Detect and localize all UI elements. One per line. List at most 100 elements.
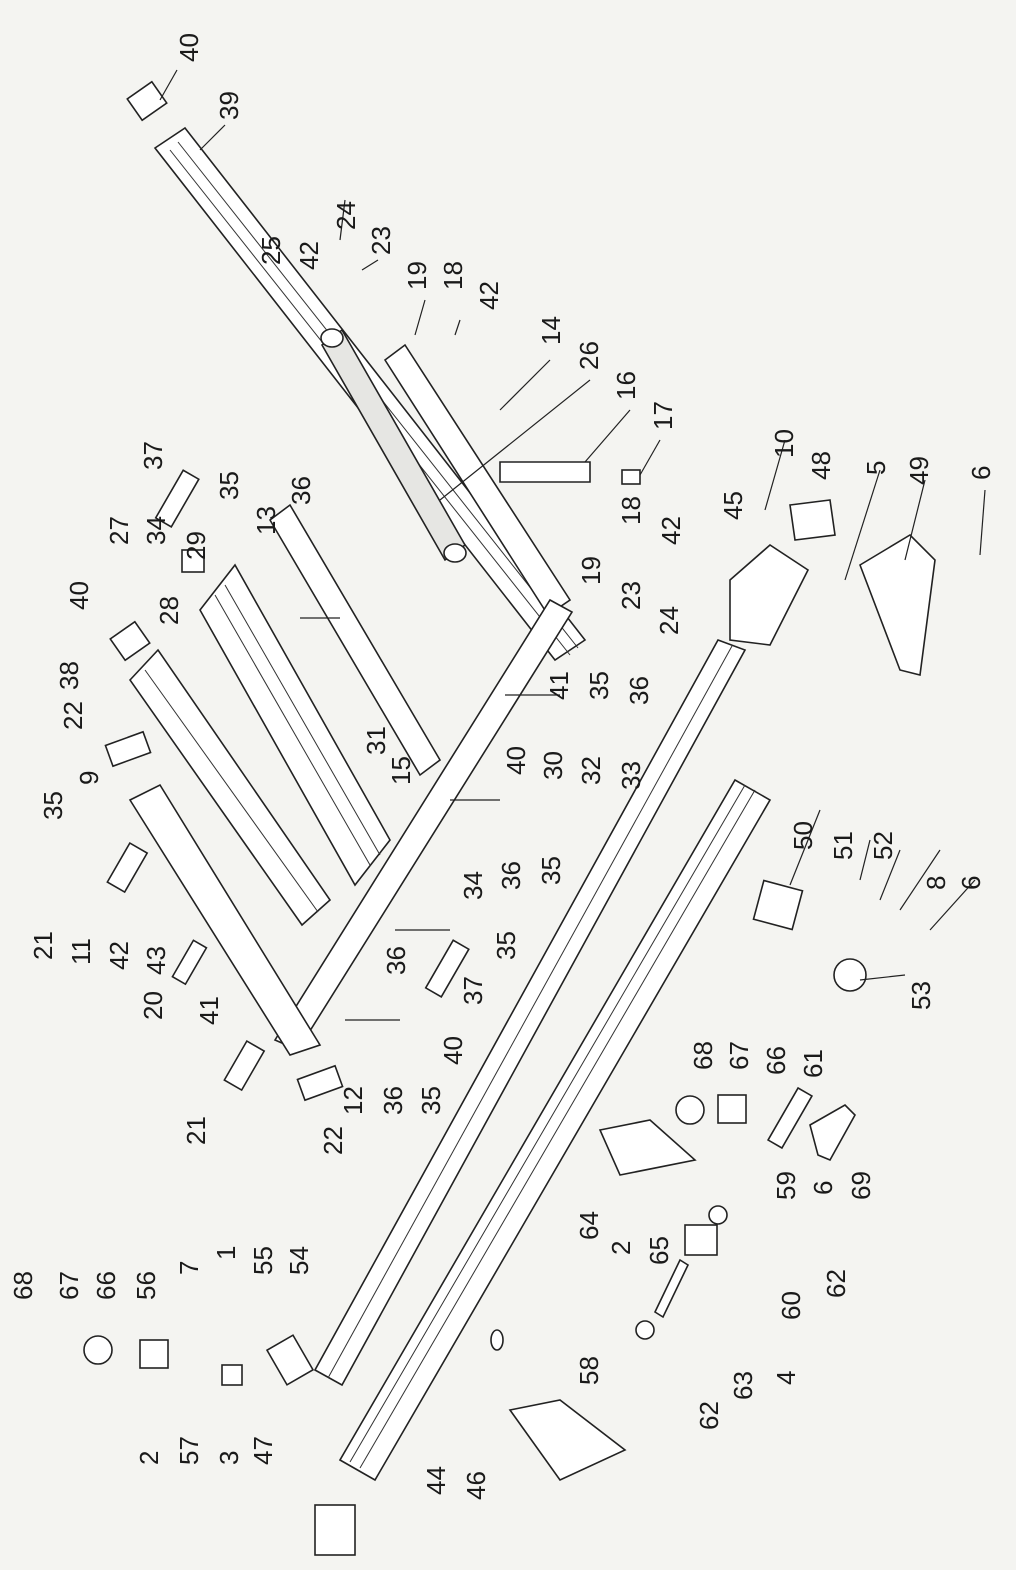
- block-40-mid: [109, 620, 151, 662]
- callout-5: 5: [861, 461, 891, 475]
- callout-41-a: 41: [544, 671, 574, 700]
- callout-63: 63: [728, 1371, 758, 1400]
- callout-49: 49: [904, 456, 934, 485]
- frame-27: [199, 563, 391, 887]
- callout-44: 44: [421, 1466, 451, 1495]
- callout-55: 55: [248, 1246, 278, 1275]
- callout-30: 30: [538, 751, 568, 780]
- callout-66-left: 66: [91, 1271, 121, 1300]
- callout-2-right: 2: [606, 1241, 636, 1255]
- callout-7: 7: [174, 1261, 204, 1275]
- callout-41-b: 41: [194, 996, 224, 1025]
- callout-33: 33: [616, 761, 646, 790]
- callout-42-b: 42: [474, 281, 504, 310]
- callout-58: 58: [574, 1356, 604, 1385]
- callout-3: 3: [214, 1451, 244, 1465]
- callout-69: 69: [846, 1171, 876, 1200]
- callout-9: 9: [74, 771, 104, 785]
- callout-36-c: 36: [496, 861, 526, 890]
- callout-34-b: 34: [458, 871, 488, 900]
- callout-50: 50: [788, 821, 818, 850]
- callout-36-a: 36: [286, 476, 316, 505]
- callout-38: 38: [54, 661, 84, 690]
- pedal-left: [508, 1399, 627, 1482]
- callout-19-a: 19: [402, 261, 432, 290]
- callout-42-d: 42: [104, 941, 134, 970]
- callout-67-right: 67: [724, 1041, 754, 1070]
- callout-35-f: 35: [416, 1086, 446, 1115]
- callout-17: 17: [648, 401, 678, 430]
- callout-11: 11: [66, 938, 96, 965]
- callout-18-a: 18: [438, 261, 468, 290]
- plate-48: [789, 499, 836, 541]
- callout-22-a: 22: [58, 701, 88, 730]
- block-67-left: [139, 1339, 169, 1369]
- callout-40-b: 40: [64, 581, 94, 610]
- callout-23-a: 23: [366, 226, 396, 255]
- callout-37-top: 37: [138, 441, 168, 470]
- shaft-63: [653, 1258, 690, 1319]
- callout-24-a: 24: [331, 201, 361, 230]
- callout-16: 16: [611, 371, 641, 400]
- frame-12: [273, 598, 574, 1052]
- leader-lines: [159, 69, 986, 981]
- callout-68-left: 68: [8, 1271, 38, 1300]
- callout-27: 27: [104, 516, 134, 545]
- callout-31: 31: [361, 726, 391, 755]
- callout-10: 10: [769, 429, 799, 458]
- callout-60: 60: [776, 1291, 806, 1320]
- pin-46: [490, 1329, 504, 1351]
- frame-14: [383, 343, 572, 617]
- callout-48: 48: [806, 451, 836, 480]
- callout-25: 25: [256, 236, 286, 265]
- rail-44: [338, 778, 772, 1482]
- knob-68-left: [83, 1335, 113, 1365]
- callout-8: 8: [921, 876, 951, 890]
- block-40-top: [126, 80, 168, 122]
- plate-21-top: [106, 841, 149, 894]
- plate-21-bot: [223, 1039, 266, 1092]
- callout-12: 12: [338, 1086, 368, 1115]
- callout-18-b: 18: [616, 496, 646, 525]
- callout-19-b: 19: [576, 556, 606, 585]
- callout-37-bot: 37: [458, 976, 488, 1005]
- block-60: [684, 1224, 718, 1256]
- callout-59: 59: [771, 1171, 801, 1200]
- leg-16: [499, 461, 591, 483]
- callout-21-b: 21: [181, 1116, 211, 1145]
- callout-68-right: 68: [688, 1041, 718, 1070]
- callout-2-left: 2: [134, 1451, 164, 1465]
- block-50: [752, 879, 804, 931]
- callout-6-a: 6: [966, 466, 996, 480]
- callout-35-d: 35: [536, 856, 566, 885]
- tray-49: [859, 533, 936, 676]
- bracket-22-bot: [296, 1064, 344, 1102]
- callout-54: 54: [284, 1246, 314, 1275]
- callout-labels: 40 39 25 42 24 23 19 18 42 14 26 16 17 1…: [8, 33, 996, 1500]
- callout-46: 46: [461, 1471, 491, 1500]
- block-67-right: [717, 1094, 747, 1124]
- handle-69: [809, 1104, 856, 1162]
- callout-56: 56: [131, 1271, 161, 1300]
- knob-62-upper: [708, 1205, 728, 1225]
- callout-34-a: 34: [141, 516, 171, 545]
- cap-17: [621, 469, 641, 485]
- callout-65: 65: [644, 1236, 674, 1265]
- bracket-55: [265, 1334, 315, 1386]
- block-34: [181, 549, 205, 573]
- plate-37-top: [154, 469, 200, 528]
- callout-26: 26: [574, 341, 604, 370]
- callout-40-c: 40: [501, 746, 531, 775]
- knob-68-right: [675, 1095, 705, 1125]
- callout-47: 47: [248, 1436, 278, 1465]
- callout-51: 51: [828, 831, 858, 860]
- bracket-22-top: [104, 730, 152, 768]
- callout-29: 29: [181, 531, 211, 560]
- callout-43: 43: [141, 946, 171, 975]
- endcap-45: [729, 543, 810, 646]
- callout-42-a: 42: [294, 241, 324, 270]
- callout-62-upper: 62: [821, 1269, 851, 1298]
- callout-24-b: 24: [654, 606, 684, 635]
- callout-57: 57: [174, 1436, 204, 1465]
- callout-22-b: 22: [318, 1126, 348, 1155]
